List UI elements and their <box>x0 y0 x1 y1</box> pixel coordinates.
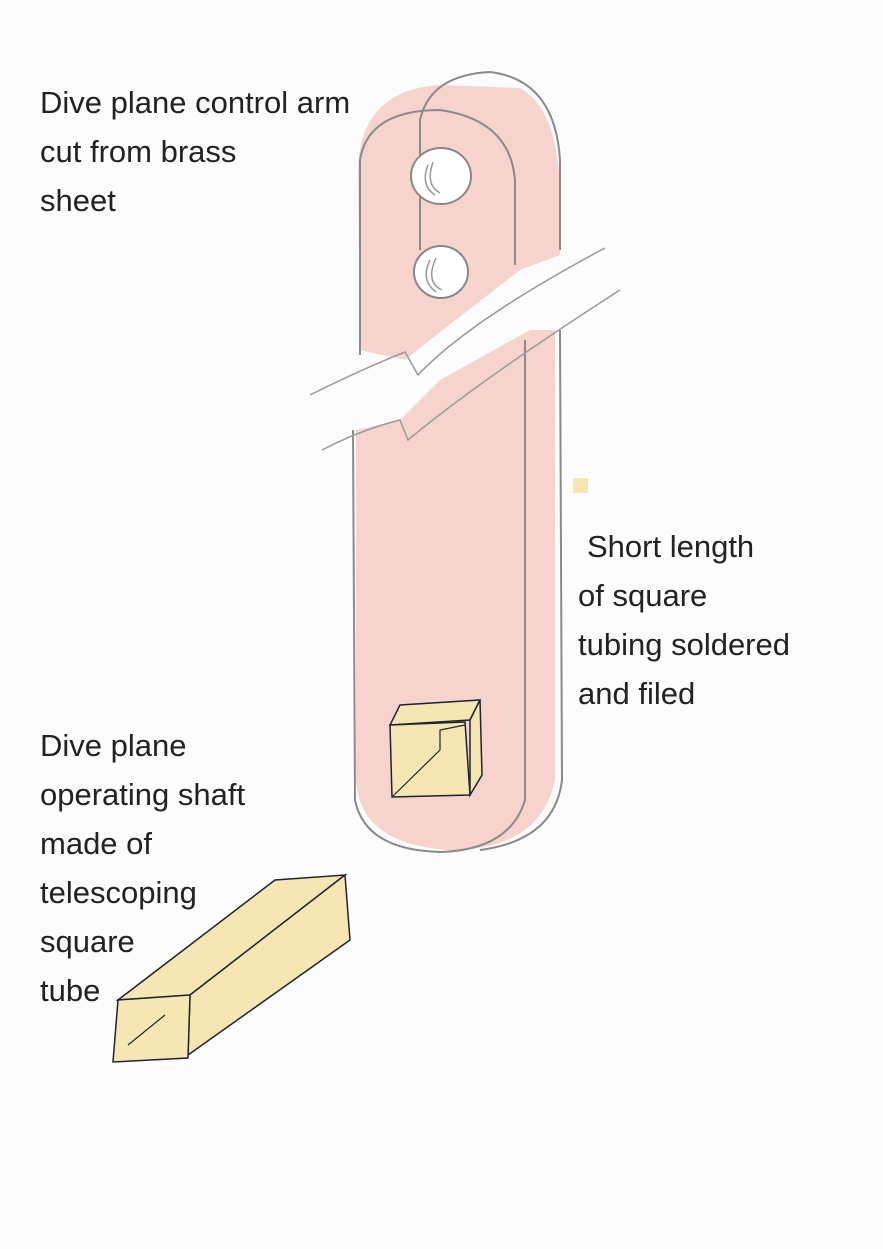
control-arm-upper-fill <box>358 85 560 360</box>
mounting-hole-upper <box>410 147 472 205</box>
label-line: Dive plane <box>40 728 187 763</box>
label-line: Dive plane control arm <box>40 85 351 120</box>
label-line: sheet <box>40 183 116 218</box>
operating-shaft-tube <box>112 873 351 1063</box>
square-tubing-label: Short length of square tubing soldered a… <box>578 522 790 718</box>
label-line: Short length <box>587 529 755 564</box>
break-line-upper <box>309 247 606 396</box>
label-line: square <box>40 924 135 959</box>
break-line-lower <box>321 289 621 451</box>
label-line: operating shaft <box>40 777 246 812</box>
control-arm-label: Dive plane control arm cut from brass sh… <box>40 78 350 225</box>
control-arm-outline-front <box>352 108 526 854</box>
marker-dot <box>573 478 588 493</box>
label-line: tube <box>40 973 101 1008</box>
label-line: telescoping <box>40 875 197 910</box>
operating-shaft-label: Dive plane operating shaft made of teles… <box>40 721 245 1015</box>
label-line: and filed <box>578 676 696 711</box>
control-arm-outline-back <box>419 70 564 851</box>
mounting-hole-lower <box>413 245 469 299</box>
label-line: tubing soldered <box>578 627 790 662</box>
label-line: cut from brass <box>40 134 237 169</box>
square-tubing-piece <box>388 699 483 798</box>
label-line: made of <box>40 826 153 861</box>
label-line: of square <box>578 578 708 613</box>
